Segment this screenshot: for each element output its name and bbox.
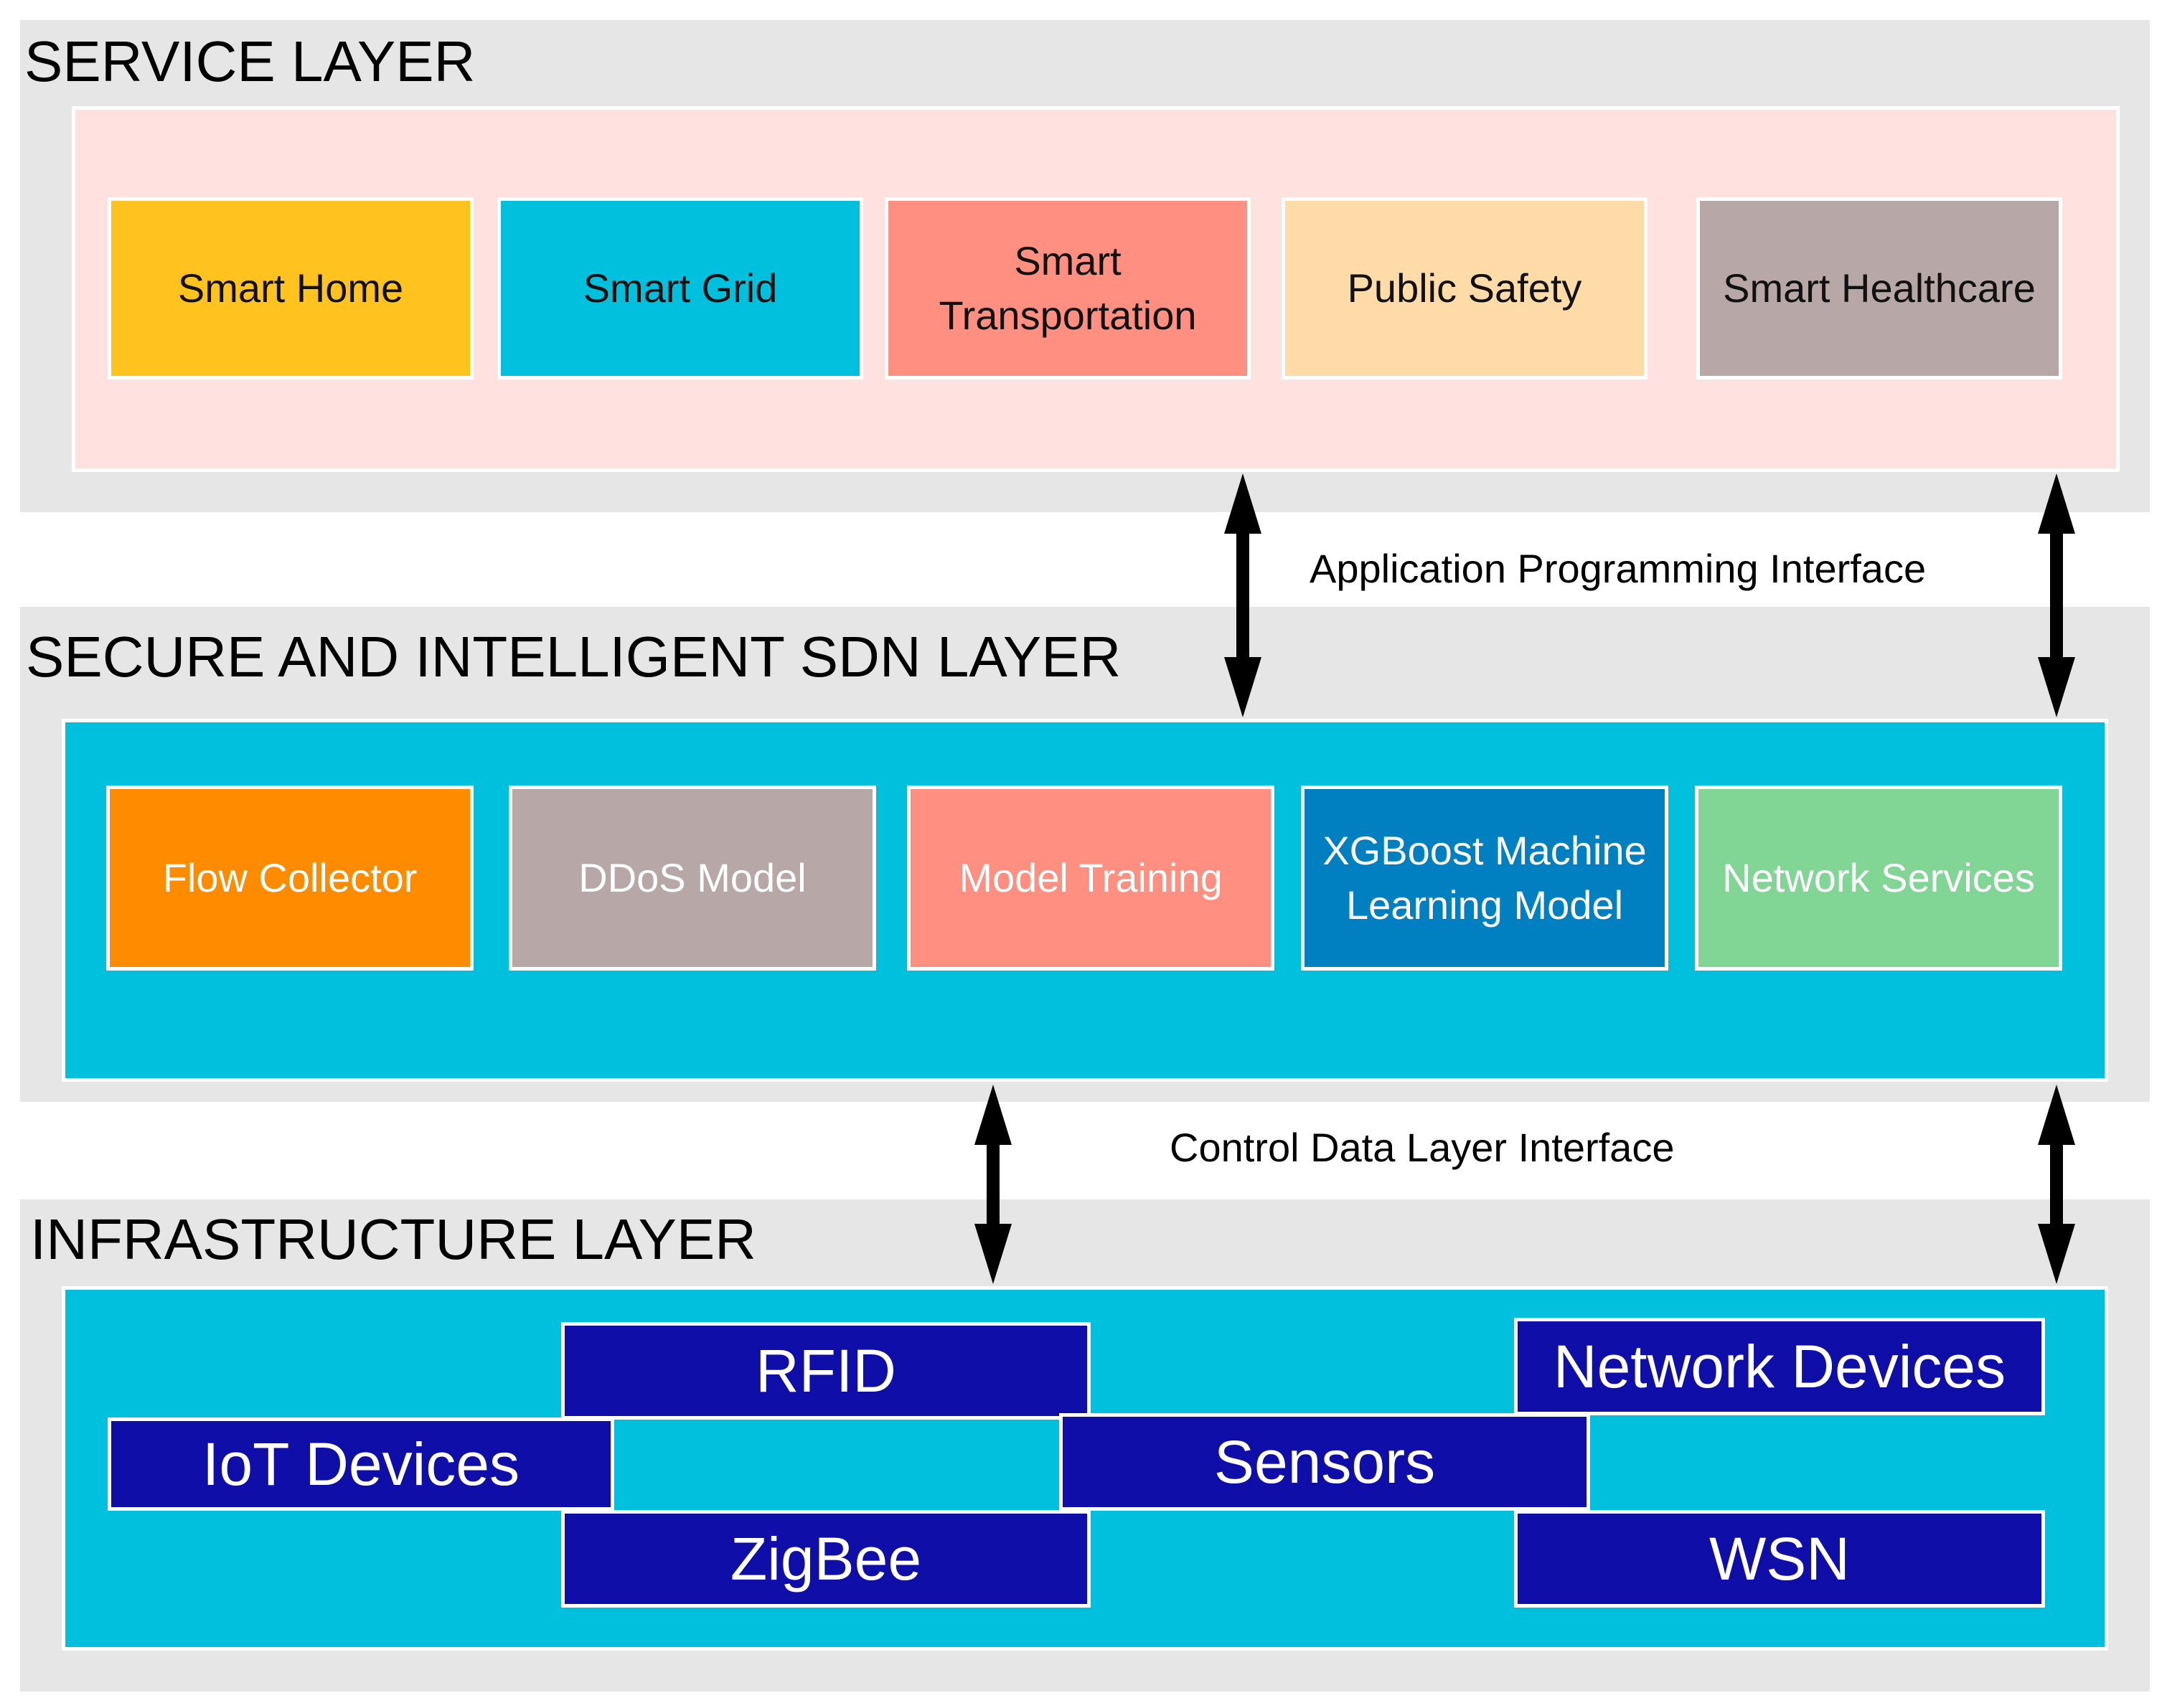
ddos-model-box: DDoS Model: [509, 785, 876, 971]
iot-devices-box: IoT Devices: [108, 1417, 614, 1511]
network-devices-box: Network Devices: [1514, 1318, 2045, 1415]
smart-home-box: Smart Home: [108, 197, 474, 379]
control-interface-label: Control Data Layer Interface: [1170, 1125, 1675, 1170]
api-arrow-left: [1224, 473, 1261, 717]
flow-collector-box: Flow Collector: [106, 785, 474, 971]
api-arrow-right: [2038, 473, 2075, 717]
control-arrow-left: [974, 1085, 1012, 1284]
rfid-box: RFID: [561, 1322, 1091, 1420]
public-safety-box: Public Safety: [1282, 197, 1647, 379]
smart-grid-box: Smart Grid: [497, 197, 863, 379]
zigbee-box: ZigBee: [561, 1510, 1091, 1608]
control-arrow-right: [2038, 1085, 2075, 1284]
smart-healthcare-box: Smart Healthcare: [1696, 197, 2062, 379]
api-interface-label: Application Programming Interface: [1310, 546, 1927, 591]
sensors-box: Sensors: [1059, 1413, 1590, 1511]
wsn-box: WSN: [1514, 1510, 2045, 1608]
service-layer-title: SERVICE LAYER: [24, 29, 476, 93]
infrastructure-layer-title: INFRASTRUCTURE LAYER: [30, 1207, 756, 1271]
smart-transportation-box: Smart Transportation: [885, 197, 1251, 379]
model-training-box: Model Training: [907, 785, 1274, 971]
xgboost-model-box: XGBoost Machine Learning Model: [1301, 785, 1668, 971]
sdn-layer-title: SECURE AND INTELLIGENT SDN LAYER: [26, 625, 1122, 689]
network-services-box: Network Services: [1695, 785, 2062, 971]
